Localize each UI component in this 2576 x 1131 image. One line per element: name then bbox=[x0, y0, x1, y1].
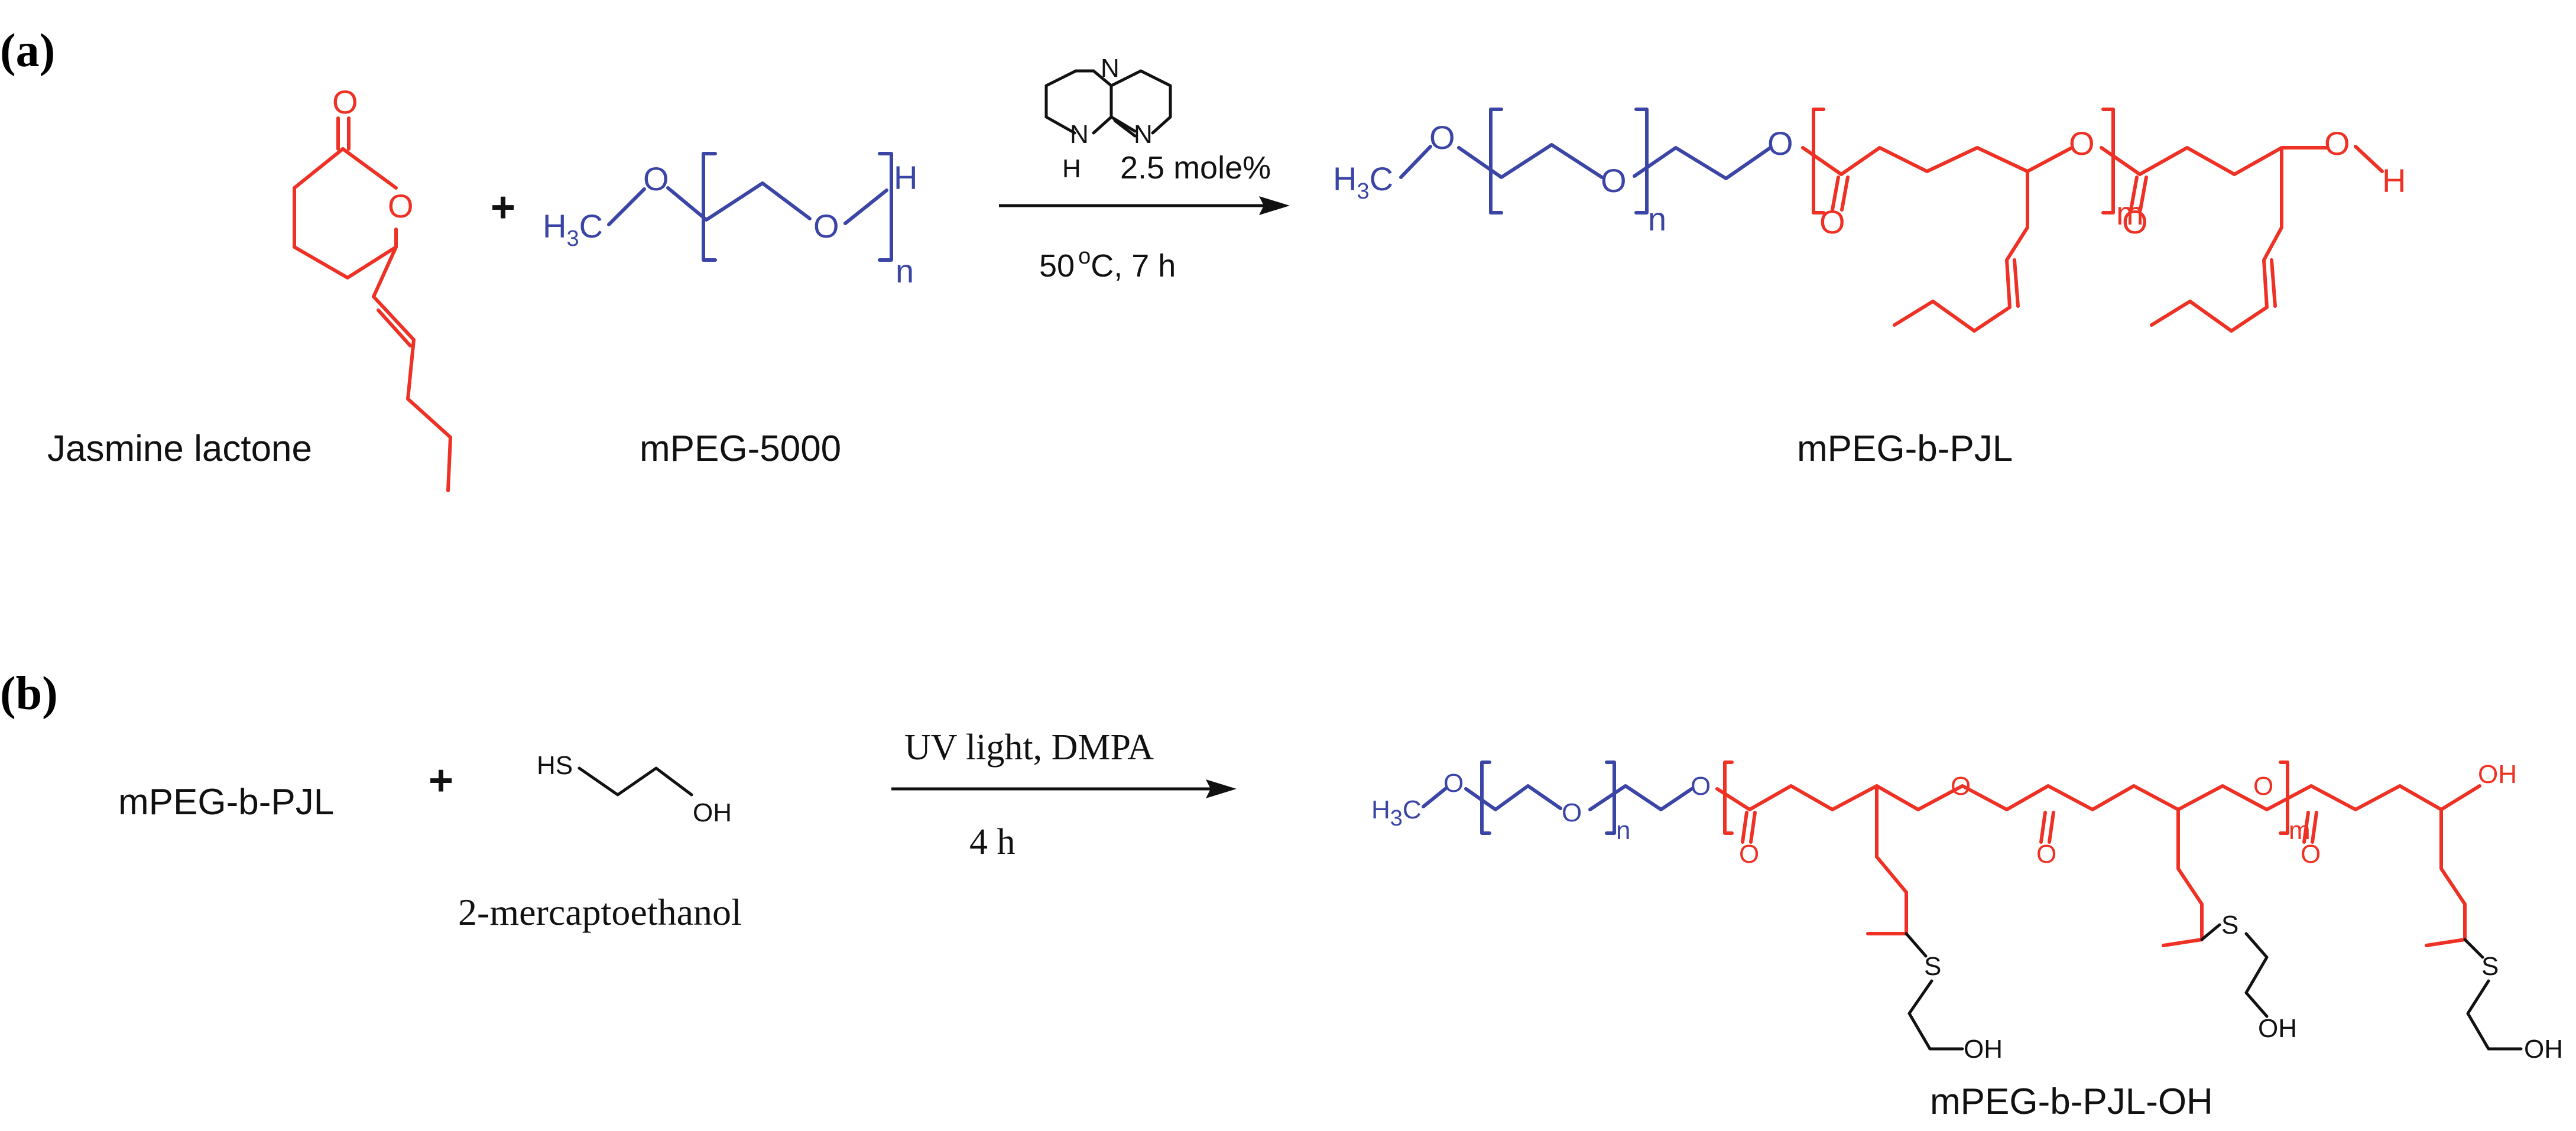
product-h3c: H3C bbox=[1333, 160, 1393, 204]
productb-s2: S bbox=[2221, 911, 2238, 940]
productb-ester-o2: O bbox=[1951, 772, 1971, 801]
jasmine-lactone-label: Jasmine lactone bbox=[47, 428, 312, 469]
reaction-arrow-a bbox=[999, 196, 1290, 215]
panel-a-label: (a) bbox=[0, 25, 55, 77]
productb-carbonyl-o3: O bbox=[2301, 840, 2321, 869]
product-terminal-o: O bbox=[2324, 125, 2350, 162]
panel-b-label: (b) bbox=[0, 668, 58, 720]
jasmine-lactone-structure: O O bbox=[293, 83, 452, 492]
productb-peg-o1: O bbox=[1443, 769, 1464, 798]
panel-a: (a) O O Jasmine lactone + H3C O O H n bbox=[0, 25, 2406, 492]
thiol-hs: HS bbox=[537, 751, 573, 780]
tbd-h: H bbox=[1062, 154, 1081, 183]
mpeg-5000-label: mPEG-5000 bbox=[640, 428, 841, 469]
mpeg-h3c: H3C bbox=[543, 207, 603, 251]
product-peg-o1: O bbox=[1429, 119, 1455, 156]
productb-ester-o1: O bbox=[1691, 772, 1711, 801]
mpeg-b-pjl-label: mPEG-b-PJL bbox=[1797, 428, 2013, 469]
productb-s1: S bbox=[1924, 952, 1941, 981]
product-terminal-h: H bbox=[2382, 162, 2406, 199]
productb-ester-o3: O bbox=[2253, 772, 2273, 801]
mpeg-structure: H3C O O H n bbox=[543, 152, 917, 290]
mpeg-repeat-n: n bbox=[896, 252, 914, 290]
mpeg-b-pjl-structure: H3C O O n O O O m O O bbox=[1333, 108, 2406, 333]
plus-sign-b: + bbox=[429, 757, 453, 804]
panel-b: (b) mPEG-b-PJL + HS OH 2-mercaptoethanol… bbox=[0, 668, 2563, 1122]
product-peg-o2: O bbox=[1601, 162, 1627, 199]
productb-oh2: OH bbox=[2258, 1014, 2297, 1043]
productb-terminal-oh: OH bbox=[2478, 760, 2517, 789]
product-carbonyl-o2: O bbox=[2122, 203, 2148, 240]
mercaptoethanol-structure: HS OH bbox=[537, 751, 732, 827]
product-pjl-m: m bbox=[2116, 194, 2144, 232]
lactone-carbonyl-oxygen: O bbox=[332, 83, 358, 121]
reaction-arrow-b bbox=[891, 779, 1237, 798]
productb-s3: S bbox=[2481, 952, 2499, 981]
productb-carbonyl-o2: O bbox=[2036, 840, 2056, 869]
plus-sign-a: + bbox=[491, 184, 515, 231]
productb-oh1: OH bbox=[1964, 1035, 2003, 1064]
mercaptoethanol-label: 2-mercaptoethanol bbox=[458, 891, 742, 933]
tbd-n-top: N bbox=[1101, 54, 1120, 83]
tbd-n-imine: N bbox=[1134, 120, 1153, 149]
productb-carbonyl-o1: O bbox=[1739, 840, 1759, 869]
catalyst-loading: 2.5 mole% bbox=[1120, 150, 1271, 186]
panel-b-reactant-label: mPEG-b-PJL bbox=[118, 782, 334, 823]
product-ester-o: O bbox=[1767, 125, 1793, 162]
lactone-ring-oxygen: O bbox=[388, 187, 414, 225]
product-ester-o2: O bbox=[2069, 125, 2095, 162]
tbd-nh: N bbox=[1070, 120, 1089, 149]
product-carbonyl-o1: O bbox=[1819, 203, 1845, 240]
productb-peg-n: n bbox=[1616, 816, 1630, 845]
productb-oh3: OH bbox=[2524, 1035, 2563, 1064]
productb-h3c: H3C bbox=[1371, 795, 1422, 831]
mpeg-b-pjl-oh-label: mPEG-b-PJL-OH bbox=[1930, 1081, 2213, 1122]
thiol-oh: OH bbox=[693, 798, 732, 827]
tbd-catalyst-structure: N N N H bbox=[1044, 54, 1172, 183]
productb-peg-o2: O bbox=[1562, 798, 1582, 827]
mpeg-oxygen-2: O bbox=[813, 207, 839, 245]
product-peg-n: n bbox=[1648, 200, 1666, 238]
mpeg-b-pjl-oh-structure: H3C O O n O O O O O m bbox=[1371, 760, 2563, 1064]
conditions-uv-dmpa: UV light, DMPA bbox=[904, 727, 1154, 768]
mpeg-oxygen-1: O bbox=[643, 160, 669, 197]
mpeg-terminal-h: H bbox=[894, 159, 917, 196]
conditions-time-b: 4 h bbox=[969, 822, 1016, 862]
